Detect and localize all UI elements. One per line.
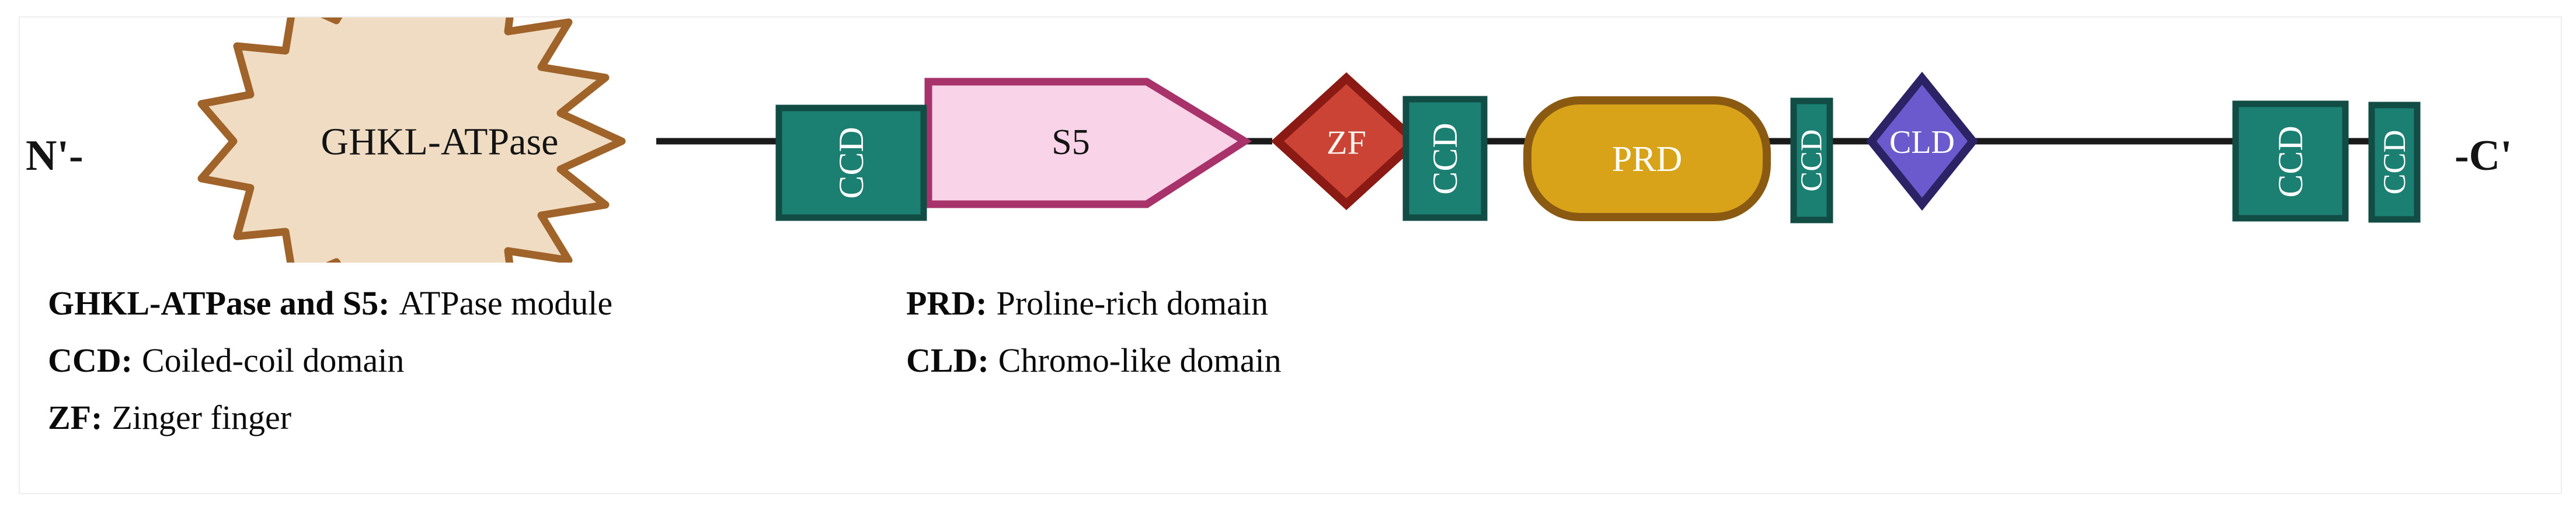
legend-item-prd: PRD: Proline-rich domain	[906, 274, 1840, 331]
domain-ghkl-atpase[interactable]: GHKL-ATPase	[197, 18, 626, 263]
legend-desc-cld: Chromo-like domain	[998, 341, 1282, 379]
zf-shape	[1270, 72, 1422, 211]
domain-ccd-4[interactable]: CCD	[2232, 100, 2349, 222]
ccd-1-shape	[775, 104, 927, 221]
domain-diagram-canvas: GHKL-ATPase S5 CCD ZF CCD	[197, 18, 2421, 263]
legend-item-ghkl-s5: GHKL-ATPase and S5: ATPase module	[48, 274, 912, 331]
legend-desc-ccd: Coiled-coil domain	[141, 341, 405, 379]
domain-label-ccd-1: CCD	[832, 127, 871, 198]
ccd-5-shape	[2368, 102, 2421, 223]
legend-item-zf: ZF: Zinger finger	[48, 389, 912, 446]
domain-ccd-2[interactable]: CCD	[1402, 96, 1488, 221]
domain-label-prd: PRD	[1612, 139, 1683, 179]
cld-shape	[1866, 71, 1978, 211]
domain-label-ccd-2: CCD	[1426, 123, 1464, 194]
domain-cld[interactable]: CLD	[1866, 71, 1978, 211]
legend-abbr-prd: PRD:	[906, 284, 987, 322]
ccd-4-shape	[2232, 100, 2349, 222]
ccd-2-shape	[1402, 96, 1488, 221]
domain-ccd-5[interactable]: CCD	[2368, 102, 2421, 223]
legend-desc-prd: Proline-rich domain	[996, 284, 1269, 322]
legend-column-right: PRD: Proline-rich domain CLD: Chromo-lik…	[906, 274, 1840, 389]
legend-abbr-zf: ZF:	[48, 398, 103, 436]
domain-label-ccd-3: CCD	[1795, 130, 1829, 192]
domain-label-ghkl-atpase: GHKL-ATPase	[321, 121, 559, 163]
domain-s5[interactable]: S5	[924, 78, 1252, 208]
domain-zf[interactable]: ZF	[1270, 72, 1422, 211]
legend-item-cld: CLD: Chromo-like domain	[906, 331, 1840, 389]
domain-label-ccd-5: CCD	[2377, 130, 2412, 194]
domain-ccd-1[interactable]: CCD	[775, 104, 927, 221]
c-terminus-label: -C'	[2455, 132, 2512, 180]
starburst-shape	[197, 18, 626, 263]
legend-abbr-cld: CLD:	[906, 341, 989, 379]
legend-desc-zf: Zinger finger	[112, 398, 292, 436]
domain-ccd-3[interactable]: CCD	[1790, 97, 1833, 223]
prd-shape	[1523, 96, 1771, 221]
domain-prd[interactable]: PRD	[1523, 96, 1771, 221]
domain-label-s5: S5	[1052, 123, 1089, 162]
legend: GHKL-ATPase and S5: ATPase module CCD: C…	[20, 274, 2563, 467]
domain-label-zf: ZF	[1327, 124, 1366, 162]
legend-desc-ghkl-s5: ATPase module	[399, 284, 613, 322]
domain-architecture-diagram: GHKL-ATPase S5 CCD ZF CCD	[20, 18, 2563, 263]
legend-item-ccd: CCD: Coiled-coil domain	[48, 331, 912, 389]
ccd-3-shape	[1790, 97, 1833, 223]
n-terminus-label: N'-	[26, 132, 83, 180]
s5-shape	[924, 78, 1252, 208]
legend-abbr-ccd: CCD:	[48, 341, 133, 379]
domain-label-cld: CLD	[1889, 124, 1955, 160]
legend-column-left: GHKL-ATPase and S5: ATPase module CCD: C…	[48, 274, 912, 446]
domain-label-ccd-4: CCD	[2271, 125, 2310, 197]
figure-frame: GHKL-ATPase S5 CCD ZF CCD	[19, 16, 2562, 494]
legend-abbr-ghkl-s5: GHKL-ATPase and S5:	[48, 284, 390, 322]
